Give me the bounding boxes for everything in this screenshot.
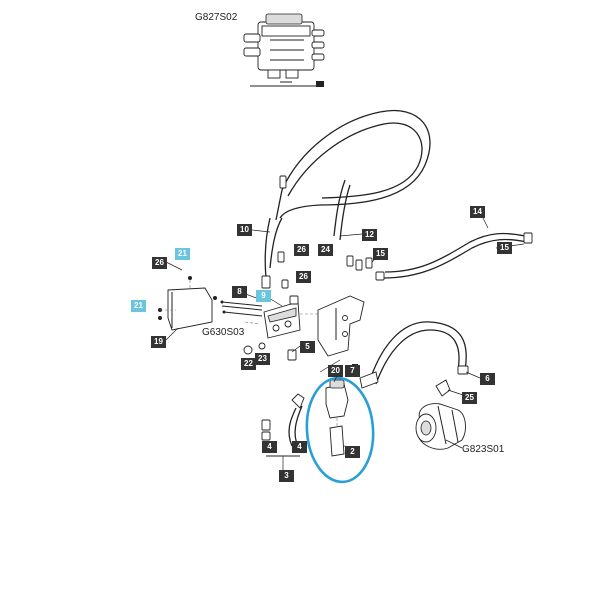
pump-assembly[interactable]: G823S01: [415, 379, 505, 455]
part-label-23[interactable]: 23: [255, 353, 270, 365]
filter-assembly[interactable]: [325, 379, 355, 457]
ref-code-pump[interactable]: G823S01: [462, 444, 505, 455]
part-label-5[interactable]: 5: [300, 341, 315, 353]
focus-highlight-ellipse: [305, 376, 375, 484]
part-label-15b[interactable]: 15: [497, 242, 512, 254]
hose-14-assembly[interactable]: [375, 232, 533, 281]
part-label-19[interactable]: 19: [151, 336, 166, 348]
fitting-22-23[interactable]: [243, 342, 266, 355]
part-label-14[interactable]: 14: [470, 206, 485, 218]
part-label-7[interactable]: 7: [345, 365, 360, 377]
hose-4-assembly[interactable]: [261, 393, 305, 470]
part-label-21a[interactable]: 21: [175, 248, 190, 260]
ref-code-top-valve[interactable]: G827S02: [195, 12, 238, 23]
part-label-4a[interactable]: 4: [262, 441, 277, 453]
part-label-10[interactable]: 10: [237, 224, 252, 236]
fitting-26-top[interactable]: [277, 251, 285, 263]
part-label-20[interactable]: 20: [328, 365, 343, 377]
part-label-22[interactable]: 22: [241, 358, 256, 370]
fitting-26-mid[interactable]: [281, 279, 289, 289]
part-label-26c[interactable]: 26: [296, 271, 311, 283]
part-label-24[interactable]: 24: [318, 244, 333, 256]
long-hose-pair[interactable]: [269, 109, 431, 269]
top-valve-assembly[interactable]: G827S02: [195, 12, 325, 87]
part-label-2[interactable]: 2: [345, 446, 360, 458]
part-label-25[interactable]: 25: [462, 392, 477, 404]
left-bracket[interactable]: [158, 276, 217, 331]
part-label-26a[interactable]: 26: [152, 257, 167, 269]
ref-code-valve-block[interactable]: G630S03: [202, 327, 245, 338]
part-label-4b[interactable]: 4: [292, 441, 307, 453]
fittings-24[interactable]: [346, 255, 373, 271]
part-label-6[interactable]: 6: [480, 373, 495, 385]
part-label-26b[interactable]: 26: [294, 244, 309, 256]
part-label-8[interactable]: 8: [232, 286, 247, 298]
part-label-15a[interactable]: 15: [373, 248, 388, 260]
right-bracket[interactable]: [300, 295, 365, 357]
part-label-9[interactable]: 9: [256, 290, 271, 302]
valve-block[interactable]: G630S03: [202, 295, 301, 339]
part-label-21b[interactable]: 21: [131, 300, 146, 312]
hose-6-assembly[interactable]: [359, 321, 469, 389]
part-label-3[interactable]: 3: [279, 470, 294, 482]
part-label-12[interactable]: 12: [362, 229, 377, 241]
fitting-5[interactable]: [287, 349, 297, 361]
hose-10-assembly[interactable]: [261, 217, 271, 289]
